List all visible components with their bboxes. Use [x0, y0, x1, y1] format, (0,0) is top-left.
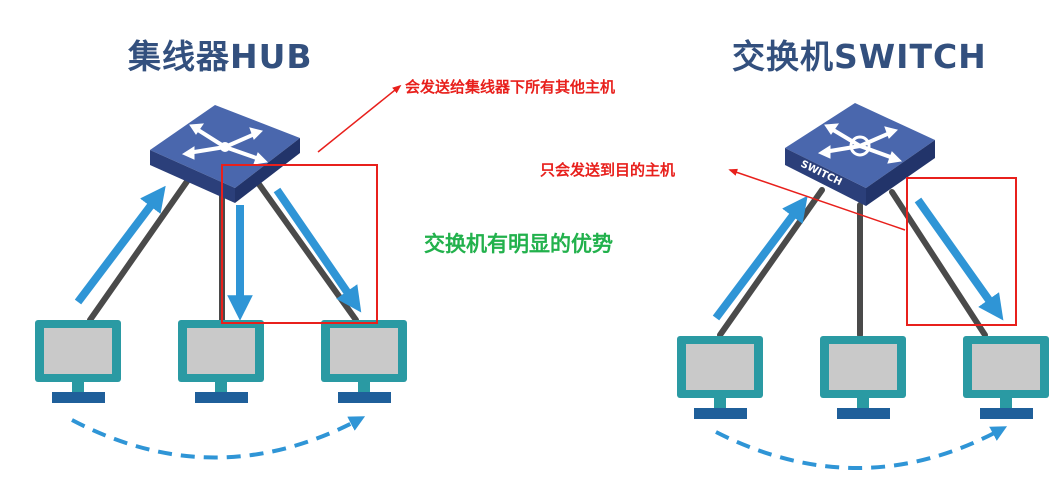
hub-host-1	[35, 320, 121, 403]
hub-annotation: 会发送给集线器下所有其他主机	[405, 78, 616, 96]
hub-cable-right	[253, 177, 359, 323]
switch-arrow-down-right	[914, 197, 1004, 321]
switch-arrow-up	[712, 195, 808, 321]
switch-host-1	[677, 336, 763, 419]
hub-host-3	[321, 320, 407, 403]
hub-arrow-down-right	[273, 187, 362, 313]
hub-annotation-arrow	[317, 84, 402, 153]
hub-device-arrows-icon	[181, 123, 269, 165]
switch-host-3	[963, 336, 1049, 419]
hub-device	[150, 105, 300, 203]
hub-host-2	[178, 320, 264, 403]
switch-diagram: SWITCH	[677, 103, 1049, 470]
hub-diagram	[35, 84, 407, 460]
switch-title: 交换机SWITCH	[732, 37, 987, 76]
switch-device: SWITCH	[785, 103, 935, 206]
conclusion-text: 交换机有明显的优势	[424, 232, 613, 256]
hub-arrow-up	[74, 185, 166, 305]
hub-cable-left	[87, 177, 191, 323]
hub-dashed-arc	[71, 416, 366, 460]
switch-annotation-arrow	[728, 168, 906, 231]
switch-cable-right	[889, 189, 988, 338]
switch-annotation: 只会发送到目的主机	[540, 161, 676, 179]
switch-device-arrows-icon	[817, 123, 903, 164]
switch-dashed-arc	[715, 426, 1008, 470]
switch-highlight-box	[906, 177, 1017, 326]
switch-cable-left	[717, 187, 825, 338]
switch-host-2	[820, 336, 906, 419]
hub-title: 集线器HUB	[128, 37, 313, 76]
hub-highlight-box	[221, 164, 378, 324]
hub-flow-arrows	[74, 185, 362, 321]
switch-flow-arrows	[712, 195, 1004, 321]
